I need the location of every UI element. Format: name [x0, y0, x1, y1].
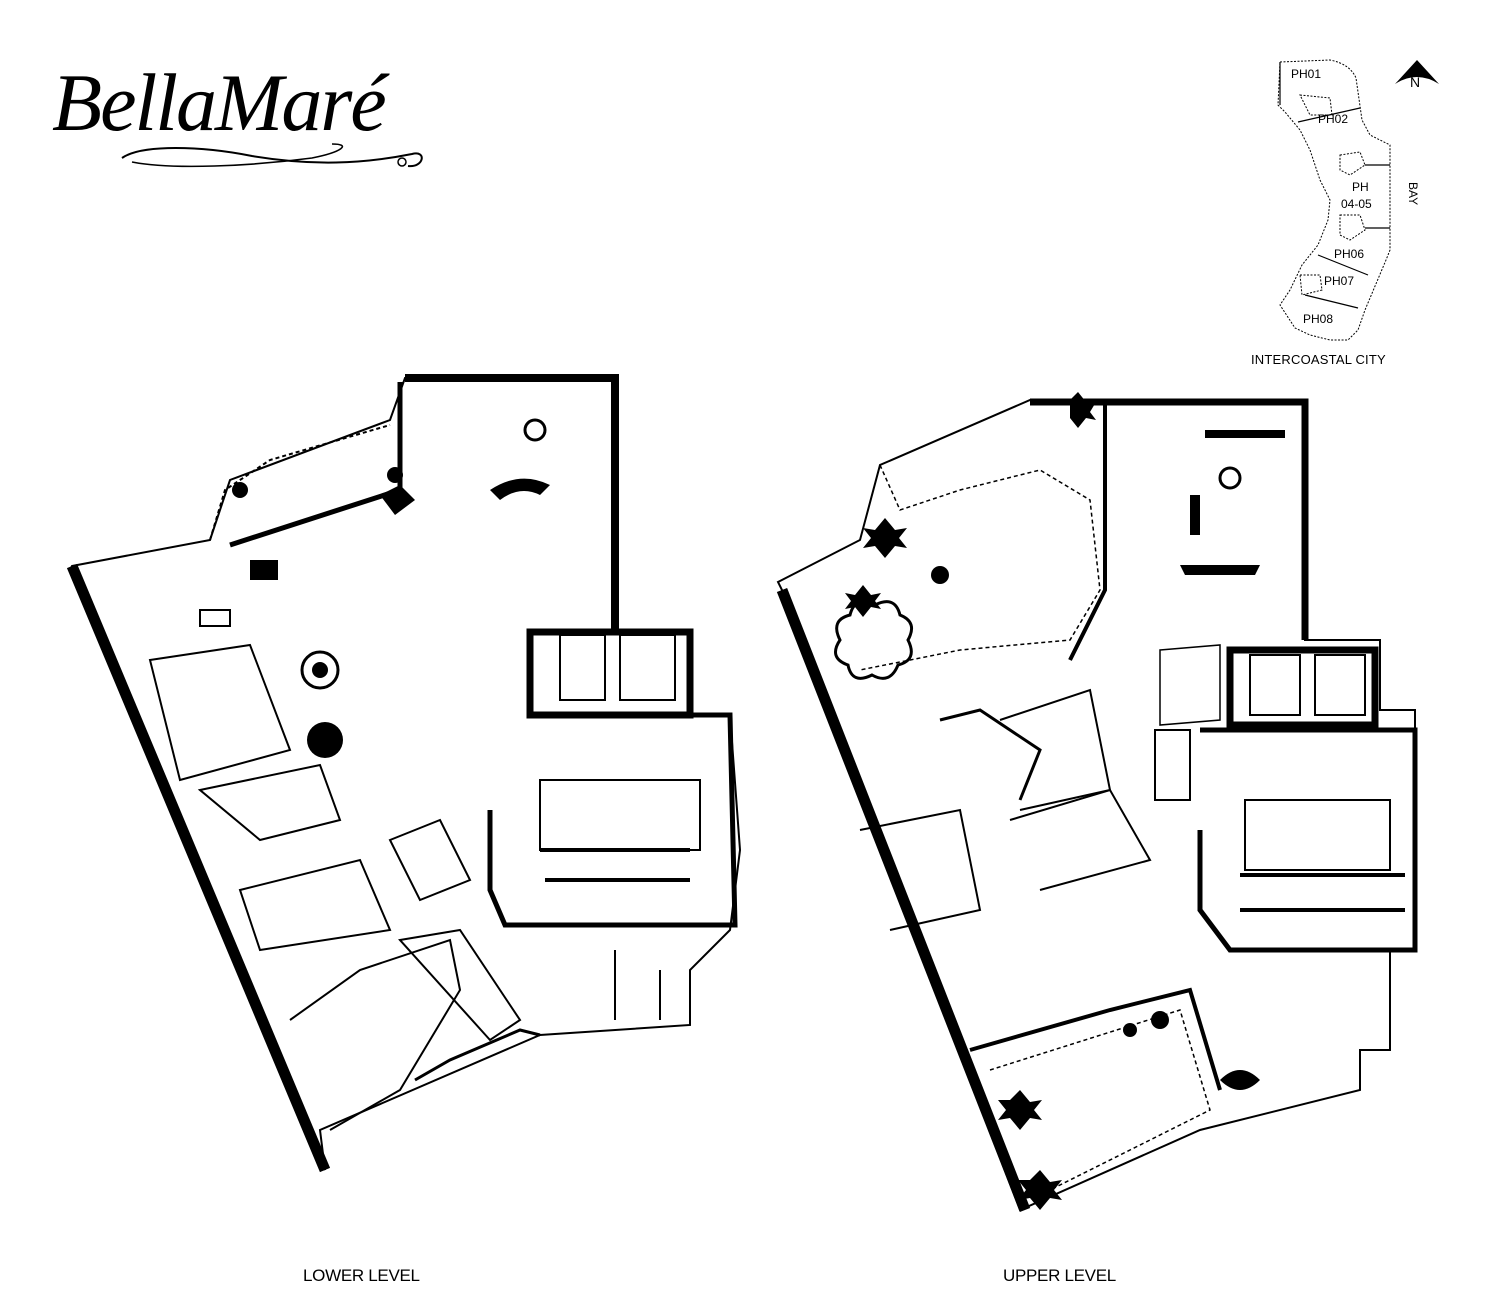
- logo-wordmark: BellaMaré: [52, 57, 387, 148]
- north-label: N: [1410, 74, 1421, 90]
- logo-swash-icon: [121, 143, 423, 168]
- keyplan-unit-ph01: PH01: [1291, 67, 1322, 81]
- upper-level-floor-plan: [776, 392, 1418, 1213]
- bay-label: BAY: [1406, 182, 1420, 206]
- upper-level-label: UPPER LEVEL: [1003, 1266, 1116, 1285]
- north-arrow-icon: [1395, 60, 1439, 84]
- intercoastal-city-label: INTERCOASTAL CITY: [1251, 352, 1386, 367]
- keyplan-unit-04-05: 04-05: [1341, 197, 1372, 211]
- bellamare-logo: BellaMaré: [52, 58, 452, 178]
- keyplan-unit-ph: PH: [1352, 180, 1369, 194]
- keyplan-unit-ph06: PH06: [1334, 247, 1365, 261]
- keyplan-unit-ph07: PH07: [1324, 274, 1355, 288]
- keyplan-unit-ph02: PH02: [1318, 112, 1349, 126]
- key-plan-map: [1277, 59, 1391, 341]
- lower-level-floor-plan: [66, 374, 742, 1173]
- keyplan-unit-ph08: PH08: [1303, 312, 1334, 326]
- lower-level-label: LOWER LEVEL: [303, 1266, 420, 1285]
